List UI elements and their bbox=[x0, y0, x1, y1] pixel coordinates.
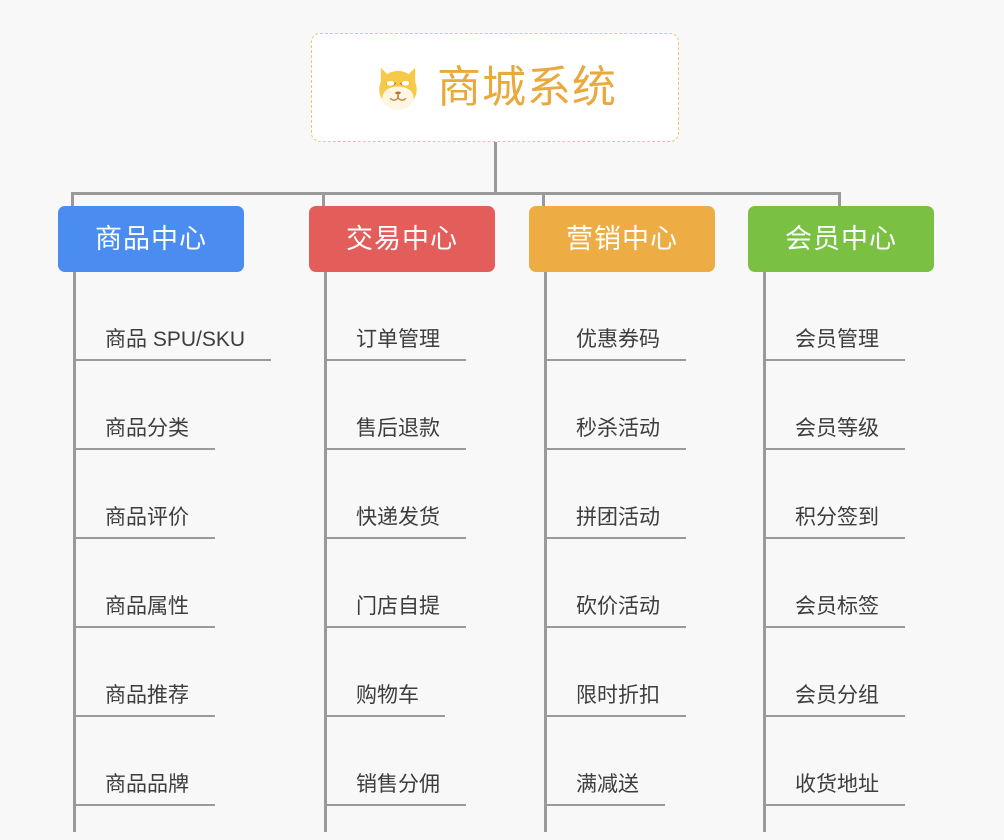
leaf-item[interactable]: 会员管理 bbox=[763, 272, 905, 361]
leaf-label: 销售分佣 bbox=[356, 773, 440, 796]
branch-header-3[interactable]: 营销中心 bbox=[529, 206, 715, 272]
branch-spine-1 bbox=[73, 272, 76, 832]
branch-header-2[interactable]: 交易中心 bbox=[309, 206, 495, 272]
leaf-label: 商品分类 bbox=[105, 417, 189, 440]
leaf-item[interactable]: 商品 SPU/SKU bbox=[73, 272, 272, 361]
leaf-item[interactable]: 秒杀活动 bbox=[544, 361, 686, 450]
leaf-item[interactable]: 售后退款 bbox=[324, 361, 466, 450]
leaf-item[interactable]: 商品品牌 bbox=[73, 717, 215, 806]
leaf-item[interactable]: 商品推荐 bbox=[73, 628, 215, 717]
leaf-label: 会员管理 bbox=[795, 328, 879, 351]
leaf-label: 售后退款 bbox=[356, 417, 440, 440]
branch-header-1[interactable]: 商品中心 bbox=[58, 206, 244, 272]
leaf-item[interactable]: 优惠券码 bbox=[544, 272, 686, 361]
branch-spine-4 bbox=[763, 272, 766, 832]
branch-label-4: 会员中心 bbox=[785, 223, 897, 254]
leaf-item[interactable]: 商品属性 bbox=[73, 539, 215, 628]
leaf-label: 收货地址 bbox=[795, 773, 879, 796]
root-title: 商城系统 bbox=[437, 62, 617, 112]
leaf-item[interactable]: 拼团活动 bbox=[544, 450, 686, 539]
leaf-label: 会员分组 bbox=[795, 684, 879, 707]
branch-header-4[interactable]: 会员中心 bbox=[748, 206, 934, 272]
leaf-label: 会员等级 bbox=[795, 417, 879, 440]
branch-label-3: 营销中心 bbox=[566, 223, 678, 254]
connector-drop-4 bbox=[838, 192, 841, 208]
leaf-label: 购物车 bbox=[356, 684, 419, 707]
leaf-item[interactable]: 销售分佣 bbox=[324, 717, 466, 806]
branch-spine-3 bbox=[544, 272, 547, 832]
connector-drop-2 bbox=[322, 192, 325, 208]
branch-label-2: 交易中心 bbox=[346, 223, 458, 254]
leaf-item[interactable]: 限时折扣 bbox=[544, 628, 686, 717]
leaf-label: 商品品牌 bbox=[105, 773, 189, 796]
leaf-label: 商品 SPU/SKU bbox=[105, 328, 246, 351]
leaf-item[interactable]: 商品分类 bbox=[73, 361, 215, 450]
leaf-item[interactable]: 会员分组 bbox=[763, 628, 905, 717]
leaf-label: 限时折扣 bbox=[576, 684, 660, 707]
leaf-label: 门店自提 bbox=[356, 595, 440, 618]
leaf-label: 积分签到 bbox=[795, 506, 879, 529]
connector-branch-bus bbox=[71, 192, 841, 195]
leaf-label: 商品推荐 bbox=[105, 684, 189, 707]
leaf-label: 商品评价 bbox=[105, 506, 189, 529]
leaf-label: 优惠券码 bbox=[576, 328, 660, 351]
leaf-label: 订单管理 bbox=[356, 328, 440, 351]
leaf-item[interactable]: 砍价活动 bbox=[544, 539, 686, 628]
leaf-item[interactable]: 积分签到 bbox=[763, 450, 905, 539]
leaf-label: 快递发货 bbox=[356, 506, 440, 529]
leaf-item[interactable]: 会员标签 bbox=[763, 539, 905, 628]
leaf-item[interactable]: 门店自提 bbox=[324, 539, 466, 628]
leaf-label: 秒杀活动 bbox=[576, 417, 660, 440]
leaf-item[interactable]: 满减送 bbox=[544, 717, 665, 806]
leaf-label: 商品属性 bbox=[105, 595, 189, 618]
connector-drop-1 bbox=[71, 192, 74, 208]
leaf-item[interactable]: 购物车 bbox=[324, 628, 445, 717]
leaf-label: 会员标签 bbox=[795, 595, 879, 618]
leaf-item[interactable]: 快递发货 bbox=[324, 450, 466, 539]
leaf-item[interactable]: 收货地址 bbox=[763, 717, 905, 806]
root-node[interactable]: 商城系统 bbox=[311, 33, 679, 142]
branch-spine-2 bbox=[324, 272, 327, 832]
leaf-label: 砍价活动 bbox=[576, 595, 660, 618]
connector-drop-3 bbox=[542, 192, 545, 208]
leaf-item[interactable]: 会员等级 bbox=[763, 361, 905, 450]
leaf-label: 拼团活动 bbox=[576, 506, 660, 529]
leaf-item[interactable]: 订单管理 bbox=[324, 272, 466, 361]
shiba-dog-face-icon bbox=[379, 67, 417, 110]
leaf-item[interactable]: 商品评价 bbox=[73, 450, 215, 539]
leaf-label: 满减送 bbox=[576, 773, 639, 796]
connector-root-stem bbox=[494, 142, 497, 195]
branch-label-1: 商品中心 bbox=[95, 223, 207, 254]
